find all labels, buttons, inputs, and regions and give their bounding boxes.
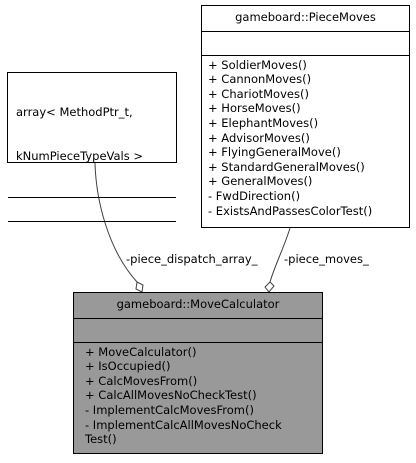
- move-calculator-class-attributes: [74, 317, 322, 342]
- piece-dispatch-label: -piece_dispatch_array_: [126, 252, 258, 266]
- piece-moves-label: -piece_moves_: [284, 252, 369, 266]
- piece-moves-aggregation-diamond: [264, 281, 275, 293]
- piece-moves-method: + AdvisorMoves(): [208, 130, 310, 145]
- move-calculator-class-methods: + MoveCalculator()+ IsOccupied()+ CalcMo…: [74, 341, 322, 449]
- move-calculator-method: - ImplementCalcAllMovesNoCheck: [85, 417, 282, 432]
- piece-moves-edge: [269, 227, 291, 283]
- move-calculator-method: + IsOccupied(): [85, 359, 171, 374]
- array-class-box: array< MethodPtr_t, kNumPieceTypeVals >: [7, 72, 177, 222]
- move-calculator-method: + CalcAllMovesNoCheckTest(): [85, 388, 257, 403]
- move-calculator-method: + MoveCalculator(): [85, 344, 197, 359]
- piece-moves-class-title: gameboard::PieceMoves: [235, 10, 376, 24]
- array-class-methods: [8, 220, 176, 245]
- array-class-title-line2: kNumPieceTypeVals >: [16, 148, 144, 163]
- piece-moves-method: + FlyingGeneralMove(): [208, 145, 341, 160]
- piece-moves-method: + GeneralMoves(): [208, 174, 313, 189]
- piece-moves-method: - ExistsAndPassesColorTest(): [208, 203, 373, 218]
- piece-moves-class-attributes: [202, 30, 409, 55]
- move-calculator-method: Test(): [85, 432, 117, 447]
- piece-moves-method: + HorseMoves(): [208, 101, 301, 116]
- piece-moves-method: - FwdDirection(): [208, 188, 301, 203]
- array-class-title-line1: array< MethodPtr_t,: [16, 105, 133, 120]
- move-calculator-method: - ImplementCalcMovesFrom(): [85, 402, 254, 417]
- piece-moves-class-box: gameboard::PieceMoves + SoldierMoves()+ …: [201, 5, 410, 228]
- array-class-title: array< MethodPtr_t, kNumPieceTypeVals >: [8, 73, 176, 197]
- piece-moves-method: + CannonMoves(): [208, 72, 312, 87]
- move-calculator-class-box: gameboard::MoveCalculator + MoveCalculat…: [73, 292, 323, 454]
- piece-moves-class-methods: + SoldierMoves()+ CannonMoves()+ Chariot…: [202, 54, 409, 221]
- piece-moves-method: + ElephantMoves(): [208, 115, 319, 130]
- array-class-attributes: [8, 196, 176, 221]
- move-calculator-class-title: gameboard::MoveCalculator: [116, 297, 280, 311]
- piece-moves-method: + ChariotMoves(): [208, 86, 309, 101]
- piece-moves-method: + StandardGeneralMoves(): [208, 159, 365, 174]
- piece-moves-method: + SoldierMoves(): [208, 57, 307, 72]
- piece-dispatch-aggregation-diamond: [135, 281, 144, 293]
- piece-dispatch-edge: [94, 162, 138, 283]
- move-calculator-method: + CalcMovesFrom(): [85, 373, 198, 388]
